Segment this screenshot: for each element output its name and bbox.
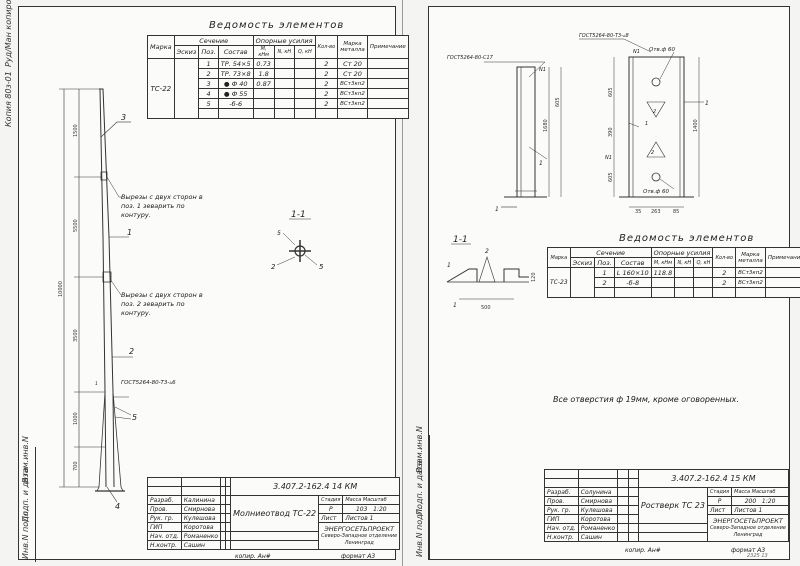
svg-text:1680: 1680 [543,119,549,132]
callout-5: 5 [132,413,137,422]
svg-text:1: 1 [447,262,451,269]
dim-5500: 5500 [73,219,79,232]
dim-10000: 10000 [58,281,64,297]
svg-text:ГОСТ5264-80-С17: ГОСТ5264-80-С17 [447,55,494,61]
callout-4: 4 [115,502,120,511]
svg-text:2: 2 [271,263,276,271]
side-strip-right: Инв.N подл. Подп. и дата Взам.инв.N [413,426,430,560]
dim-3500: 3500 [73,329,79,342]
holes-note: Все отверстия ф 19мм, кроме оговоренных. [553,395,739,404]
svg-text:5: 5 [277,230,281,237]
svg-text:5: 5 [319,263,324,271]
elements-table-right: Марка Сечение Опорные усилия Кол-во Марк… [547,247,800,298]
title-block: 3.407.2-162.4 14 КМ Разраб.Калинина Молн… [147,477,401,550]
callout-1a: 1 [127,228,132,237]
svg-text:1: 1 [705,100,709,107]
svg-text:1: 1 [495,206,499,213]
title-block-right: 3.407.2-162.4 15 КМ Разраб.Солунина Рост… [544,469,790,542]
callout-2: 2 [129,347,134,356]
svg-text:N1: N1 [539,67,546,73]
page-divider [402,0,403,566]
table-row: ТС-23 1 L 160×10 118.8 2 ВСт3кп2 [547,267,800,298]
dim-1000: 1000 [73,412,79,425]
svg-text:Отв.ф 60: Отв.ф 60 [643,189,669,195]
cut-note-1: Вырезы с двух сторон в поз. 1 зеварить п… [121,193,203,219]
cut-note-2: Вырезы с двух сторон в поз. 2 зеварить п… [121,291,203,317]
copy-note: Копия 80з-01 [4,71,13,127]
svg-text:390: 390 [608,127,614,137]
table-title: Ведомость элементов [209,20,345,31]
dim-700: 700 [73,461,79,471]
drawing-sheet-15km: Инв.N подл. Подп. и дата Взам.инв.N 1680… [415,6,800,560]
grillage-drawing: 1680 605 ГОСТ5264-80-С17 N1 1 1 605 390 … [446,33,709,311]
svg-text:85: 85 [673,209,679,215]
svg-text:120: 120 [531,272,537,282]
svg-text:2: 2 [653,109,656,115]
copied-by: копир. Ан# [235,553,271,560]
elements-table: Марка Сечение Опорные усилия Кол-во Марк… [147,35,409,119]
svg-text:ГОСТ5264-80-Т3-▵8: ГОСТ5264-80-Т3-▵8 [579,33,629,39]
svg-text:1400: 1400 [693,119,699,132]
table-row: 2 -б-8 2 ВСт3кп2 [548,277,800,288]
table-title-right: Ведомость элементов [619,233,755,244]
svg-text:605: 605 [608,87,614,97]
svg-text:2: 2 [485,248,489,255]
callout-1b-small: 1 [95,381,98,387]
copy-note-2: Руд/Ман копирова [4,0,13,67]
svg-text:605: 605 [555,97,561,107]
svg-text:1: 1 [645,121,648,127]
svg-text:605: 605 [608,172,614,182]
gost-note: ГОСТ5264-80-Т3-▵6 [121,380,176,386]
svg-text:500: 500 [481,305,491,311]
format-label-right: формат А3 [731,547,766,554]
svg-text:1-1: 1-1 [453,235,468,245]
table-row: ТС-22 1 ТР. 54×5 0.73 2 Ст 20 [147,58,409,119]
svg-text:1: 1 [453,302,457,309]
svg-text:35: 35 [635,209,641,215]
svg-text:N1: N1 [605,155,612,161]
side-strip: Инв.N подл. Подп. и дата Взам.инв.N [19,436,36,562]
section-title: 1-1 [291,210,306,220]
format-label: формат А3 [341,553,376,560]
drawing-sheet-14km: Копия 80з-01 Руд/Ман копирова Инв.N подл… [4,0,409,562]
svg-text:263: 263 [651,209,661,215]
callout-3: 3 [121,113,126,122]
table-row: 3 ● Ф 40 0.87 2 ВСт3кп2 [148,78,409,89]
dim-1500: 1500 [73,124,79,137]
svg-text:1: 1 [539,160,543,167]
mast-drawing: 1500 5500 3500 1000 700 10000 3 1 2 5 4 … [58,88,324,511]
archive-number: 2325 13 [747,553,768,559]
svg-text:N1: N1 [633,49,640,55]
svg-text:Отв.ф 60: Отв.ф 60 [649,47,675,53]
copied-by-right: копир. Ан# [625,547,661,554]
svg-text:2: 2 [651,150,654,156]
